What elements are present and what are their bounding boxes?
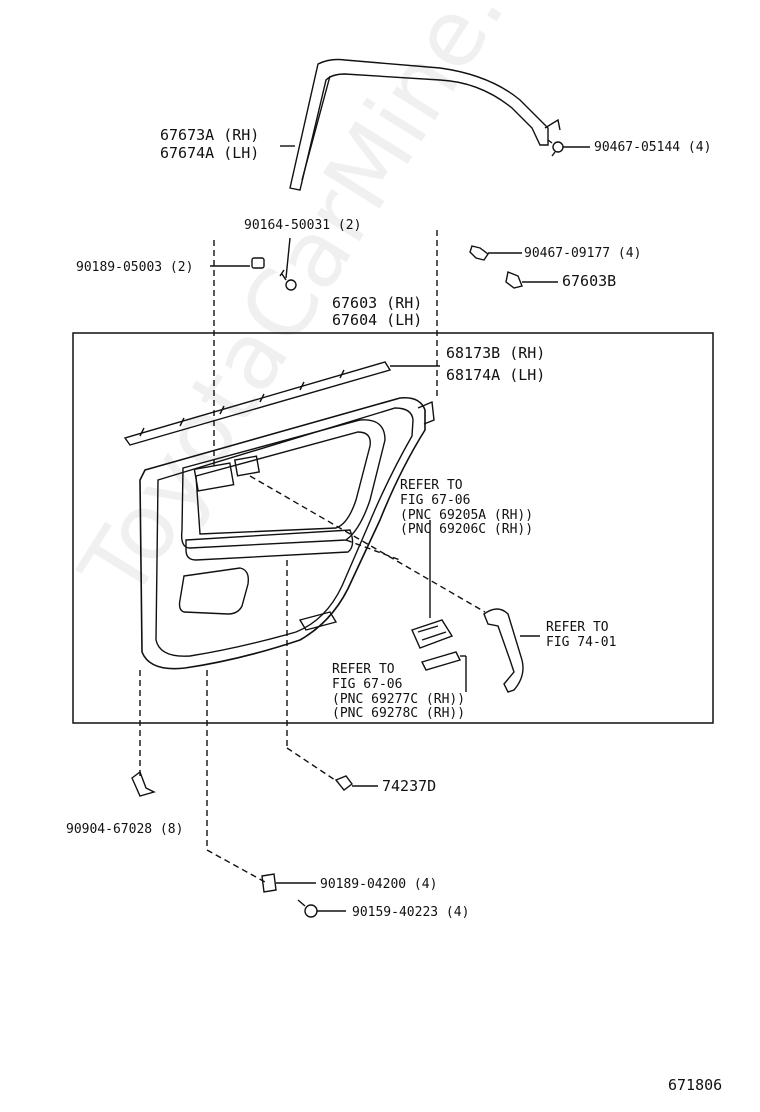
molding-part: [290, 60, 560, 191]
label-ref1-line1: REFER TO: [400, 478, 463, 493]
label-nut-05003: 90189-05003 (2): [76, 260, 194, 275]
label-ref3-line3: (PNC 69277C (RH)): [332, 692, 466, 707]
door-trim-panel: [140, 398, 434, 669]
screw-05144-icon: [548, 140, 590, 156]
label-ref1-line3: (PNC 69205A (RH)): [400, 508, 534, 523]
label-molding-lh: 67674A (LH): [160, 144, 260, 162]
label-panel-lh: 67604 (LH): [332, 311, 423, 329]
clip-67603b-icon: [506, 272, 558, 288]
weatherstrip-part: [125, 362, 440, 445]
label-ref3-line1: REFER TO: [332, 662, 395, 677]
label-nut-04200: 90189-04200 (4): [320, 877, 438, 892]
nut-04200-icon: [262, 874, 316, 892]
label-clip-67603b: 67603B: [562, 272, 617, 290]
label-ref1-line4: (PNC 69206C (RH)): [400, 522, 534, 537]
clip-67028-icon: [132, 772, 154, 796]
label-ref1-line2: FIG 67-06: [400, 493, 471, 508]
label-ref3-line4: (PNC 69278C (RH)): [332, 706, 466, 721]
label-screw-05144: 90467-05144 (4): [594, 140, 712, 155]
handle-part: [484, 609, 540, 692]
dashed-guides: [140, 230, 485, 882]
clip-09177-icon: [470, 246, 522, 260]
label-weatherstrip-rh: 68173B (RH): [446, 344, 546, 362]
label-ref2-line1: REFER TO: [546, 620, 609, 635]
label-bolt-50031: 90164-50031 (2): [244, 218, 362, 233]
label-ref2-line2: FIG 74-01: [546, 635, 617, 650]
screw-40223-icon: [298, 900, 346, 917]
figure-number: 671806: [668, 1076, 723, 1094]
label-panel-rh: 67603 (RH): [332, 294, 423, 312]
label-clip-74237d: 74237D: [382, 777, 437, 795]
label-molding-rh: 67673A (RH): [160, 126, 260, 144]
label-screw-40223: 90159-40223 (4): [352, 905, 470, 920]
label-ref3-line2: FIG 67-06: [332, 677, 403, 692]
switch-part: [412, 520, 452, 648]
bezel-part: [422, 652, 466, 692]
nut-05003-icon: [210, 258, 264, 268]
label-weatherstrip-lh: 68174A (LH): [446, 366, 546, 384]
label-clip-09177: 90467-09177 (4): [524, 246, 642, 261]
bolt-50031-icon: [280, 238, 296, 290]
clip-74237d-icon: [336, 776, 378, 790]
panel-frame: [73, 333, 713, 723]
label-clip-67028: 90904-67028 (8): [66, 822, 184, 837]
